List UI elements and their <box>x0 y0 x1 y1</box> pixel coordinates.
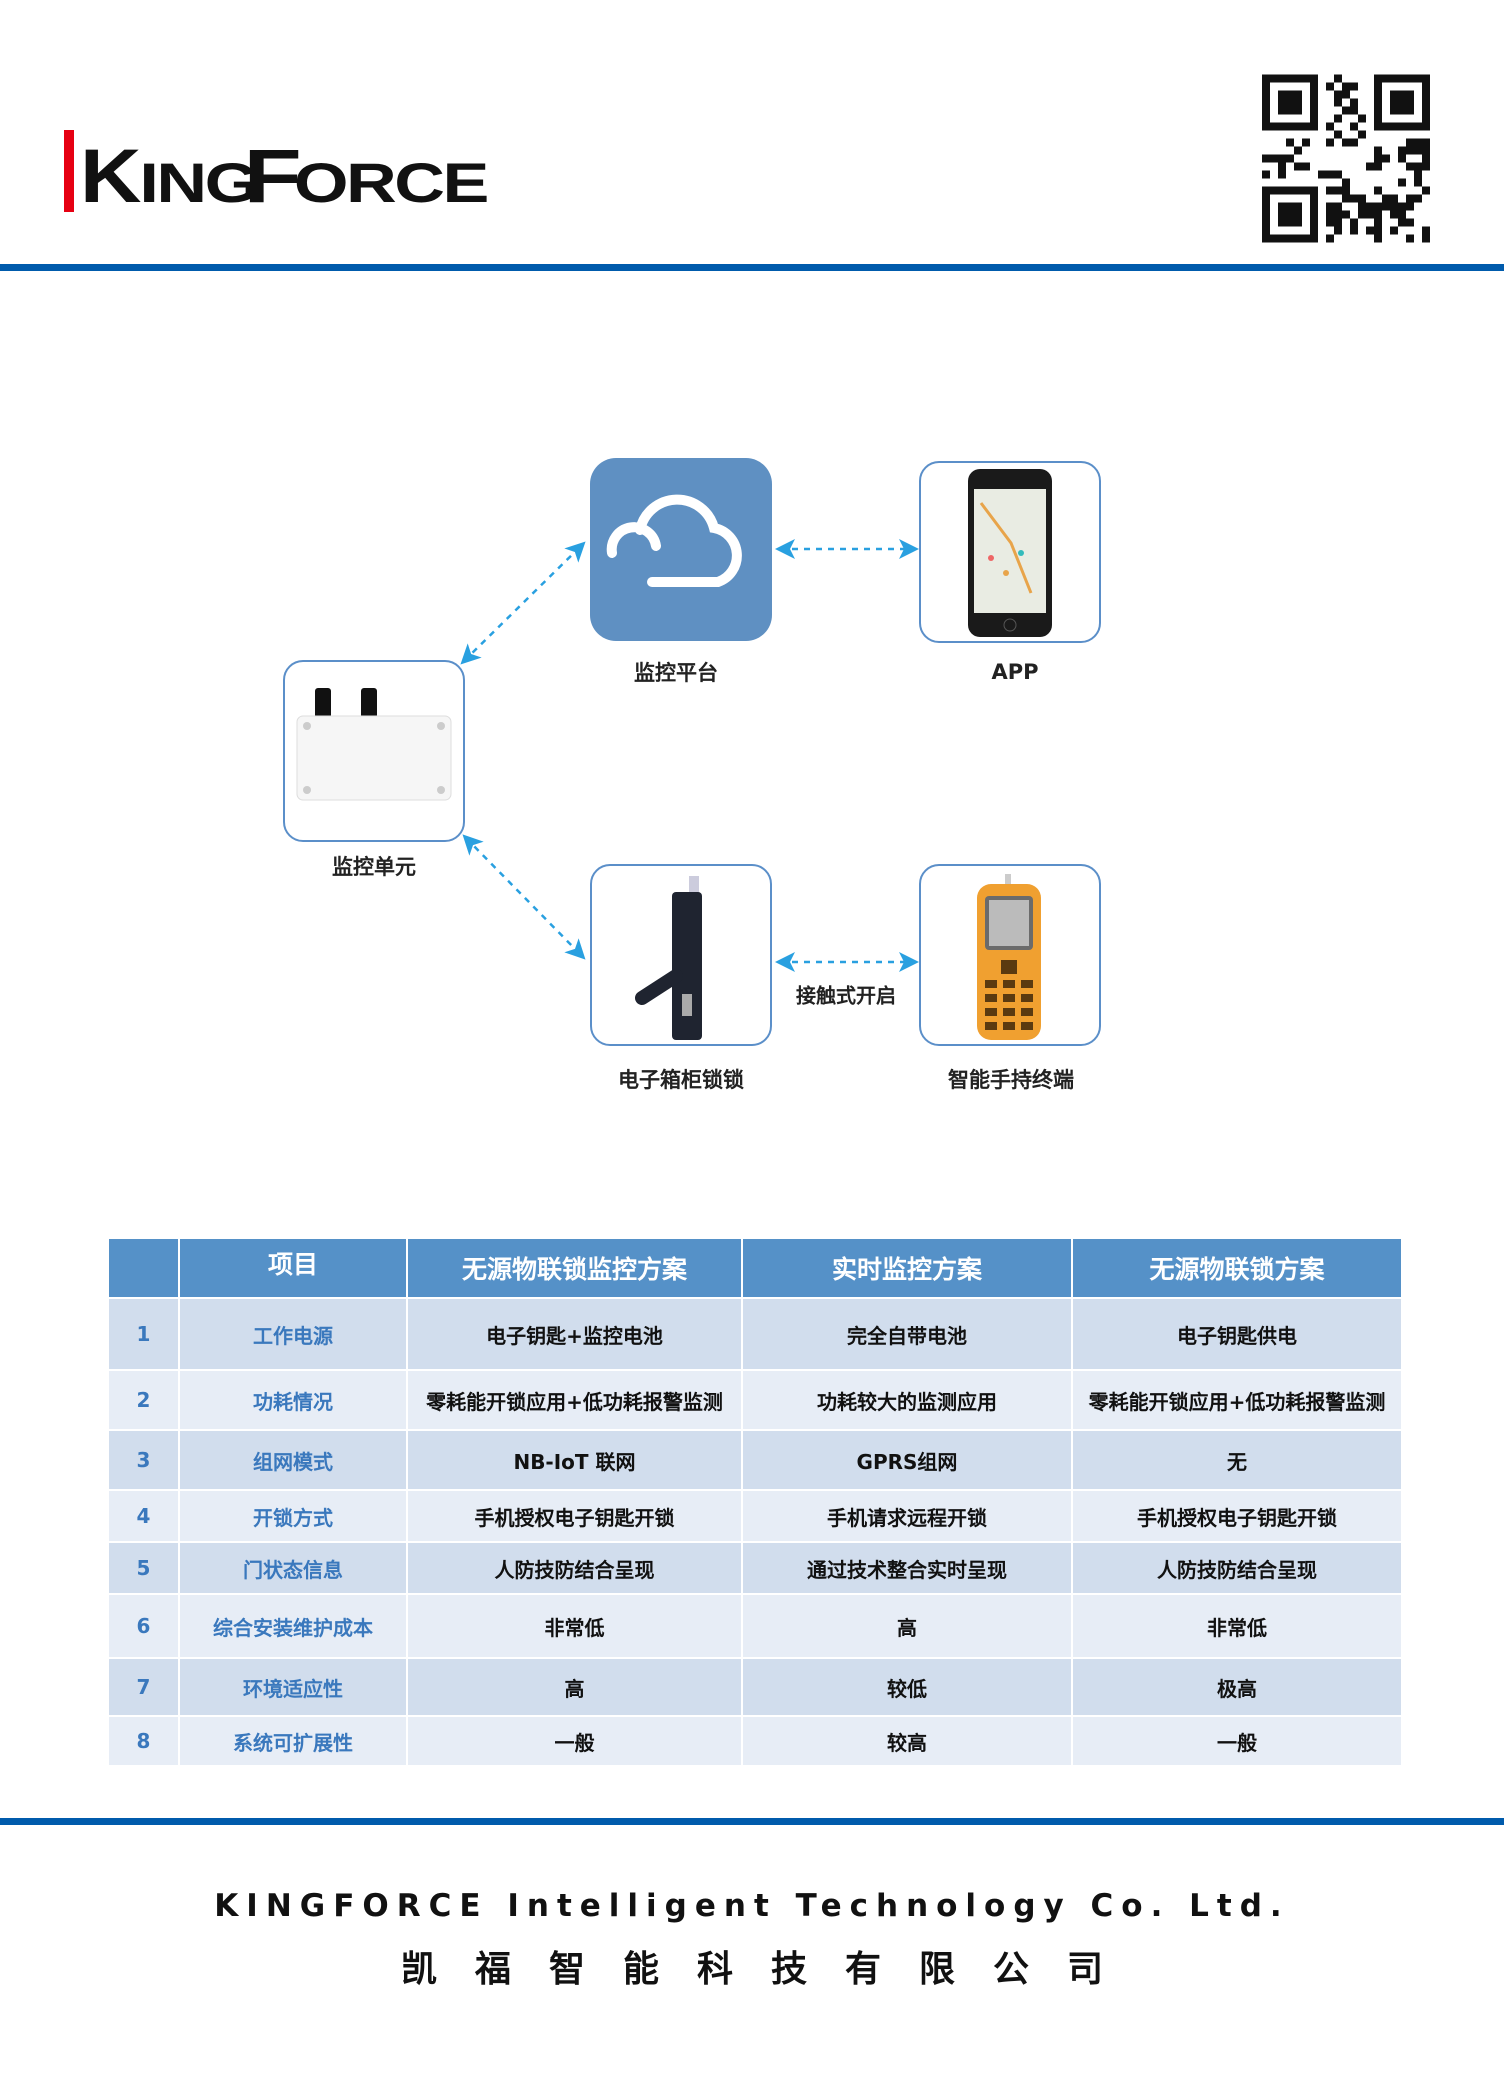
table-cell-c2: 功耗较大的监测应用 <box>743 1371 1071 1429</box>
logo-mark: KINGFORCE <box>80 134 489 219</box>
smartphone-icon <box>968 469 1052 637</box>
table-cell-c2: 通过技术整合实时呈现 <box>743 1543 1071 1593</box>
table-cell-no: 7 <box>109 1659 178 1715</box>
app-node <box>919 461 1101 643</box>
table-cell-item: 环境适应性 <box>180 1659 406 1715</box>
table-cell-c3: 零耗能开锁应用+低功耗报警监测 <box>1073 1371 1401 1429</box>
cabinet-lock-node <box>590 864 772 1046</box>
table-cell-c2: 较低 <box>743 1659 1071 1715</box>
cabinet-lock-icon <box>635 876 702 1040</box>
table-cell-c1: NB-IoT 联网 <box>408 1431 741 1489</box>
monitoring-unit-node <box>283 660 465 842</box>
contact-open-label: 接触式开启 <box>796 983 896 1008</box>
table-cell-c2: 手机请求远程开锁 <box>743 1491 1071 1541</box>
platform-node <box>590 458 772 641</box>
table-cell-c2: 完全自带电池 <box>743 1299 1071 1369</box>
table-cell-c3: 极高 <box>1073 1659 1401 1715</box>
table-cell-no: 1 <box>109 1299 178 1369</box>
table-cell-c3: 电子钥匙供电 <box>1073 1299 1401 1369</box>
table-cell-c1: 高 <box>408 1659 741 1715</box>
handheld-node <box>919 864 1101 1046</box>
connection-arrows <box>460 539 919 972</box>
monitoring-box-icon <box>296 688 452 801</box>
table-cell-item: 门状态信息 <box>180 1543 406 1593</box>
company-name-en: KINGFORCE Intelligent Technology Co. Ltd… <box>214 1888 1290 1924</box>
table-cell-item: 系统可扩展性 <box>180 1717 406 1765</box>
table-cell-item: 组网模式 <box>180 1431 406 1489</box>
table-cell-no: 3 <box>109 1431 178 1489</box>
table-cell-item: 开锁方式 <box>180 1491 406 1541</box>
table-cell-no: 6 <box>109 1595 178 1657</box>
table-cell-c1: 零耗能开锁应用+低功耗报警监测 <box>408 1371 741 1429</box>
table-cell-c3: 无 <box>1073 1431 1401 1489</box>
cloud-icon <box>606 494 742 587</box>
lock-label: 电子箱柜锁锁 <box>618 1068 744 1092</box>
table-cell-c2: GPRS组网 <box>743 1431 1071 1489</box>
table-cell-no: 2 <box>109 1371 178 1429</box>
table-cell-c3: 一般 <box>1073 1717 1401 1765</box>
top-rule <box>0 264 1504 271</box>
unit-label: 监控单元 <box>332 855 416 879</box>
table-cell-c3: 手机授权电子钥匙开锁 <box>1073 1491 1401 1541</box>
qr-code <box>1262 74 1430 243</box>
table-cell-c2: 高 <box>743 1595 1071 1657</box>
handheld-label: 智能手持终端 <box>948 1068 1074 1092</box>
arrow-unit-platform <box>460 541 586 665</box>
header-passive-monitoring: 无源物联锁监控方案 <box>408 1239 741 1297</box>
company-name-cn: 凯福智能科技有限公司 <box>400 1949 1141 1990</box>
table-cell-no: 5 <box>109 1543 178 1593</box>
table-cell-no: 4 <box>109 1491 178 1541</box>
table-cell-c1: 一般 <box>408 1717 741 1765</box>
bottom-rule <box>0 1818 1504 1825</box>
header-item: 项目 <box>180 1239 406 1297</box>
handheld-terminal-icon <box>977 874 1041 1040</box>
kingforce-logo: KINGFORCE <box>64 126 489 219</box>
table-cell-c1: 非常低 <box>408 1595 741 1657</box>
table-cell-no: 8 <box>109 1717 178 1765</box>
table-cell-c2: 较高 <box>743 1717 1071 1765</box>
app-label: APP <box>991 660 1039 684</box>
table-cell-item: 综合安装维护成本 <box>180 1595 406 1657</box>
header-no <box>109 1239 178 1297</box>
table-cell-c1: 人防技防结合呈现 <box>408 1543 741 1593</box>
table-cell-c1: 手机授权电子钥匙开锁 <box>408 1491 741 1541</box>
table-header-row: 项目 无源物联锁监控方案 实时监控方案 无源物联锁方案 <box>109 1239 1401 1297</box>
header-realtime: 实时监控方案 <box>743 1239 1071 1297</box>
table-cell-item: 功耗情况 <box>180 1371 406 1429</box>
table-cell-c1: 电子钥匙+监控电池 <box>408 1299 741 1369</box>
header-passive: 无源物联锁方案 <box>1073 1239 1401 1297</box>
table-cell-item: 工作电源 <box>180 1299 406 1369</box>
table-cell-c3: 人防技防结合呈现 <box>1073 1543 1401 1593</box>
arrow-unit-lock <box>462 834 586 960</box>
table-cell-c3: 非常低 <box>1073 1595 1401 1657</box>
platform-label: 监控平台 <box>634 661 718 685</box>
